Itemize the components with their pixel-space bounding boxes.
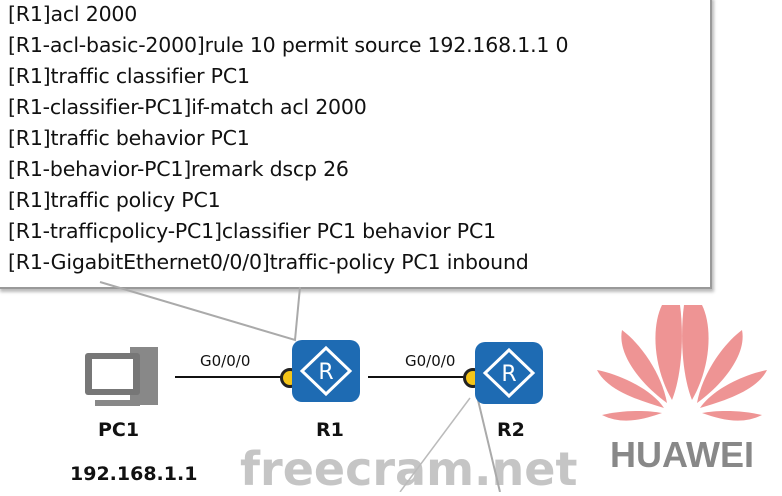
- config-callout: [R1]acl 2000 [R1-acl-basic-2000]rule 10 …: [0, 0, 712, 289]
- r1-port-label: G0/0/0: [200, 352, 251, 370]
- r1-label: R1: [316, 419, 344, 441]
- config-line: [R1]acl 2000: [8, 2, 138, 26]
- router-r2[interactable]: R: [475, 342, 543, 404]
- pc1-label: PC1: [98, 419, 140, 441]
- r2-port-label: G0/0/0: [405, 352, 456, 370]
- svg-text:R: R: [501, 362, 516, 387]
- callout-pointer: [99, 281, 301, 342]
- callout-pointer-r2: [477, 399, 501, 492]
- config-line: [R1-GigabitEthernet0/0/0]traffic-policy …: [8, 250, 529, 274]
- pc1-ip-label: 192.168.1.1: [70, 463, 198, 485]
- config-line: [R1]traffic policy PC1: [8, 188, 221, 212]
- config-line: [R1-behavior-PC1]remark dscp 26: [8, 157, 349, 181]
- config-line: [R1-trafficpolicy-PC1]classifier PC1 beh…: [8, 219, 496, 243]
- huawei-logo: HUAWEI: [597, 305, 767, 475]
- router-icon: R: [299, 345, 353, 397]
- callout-pointer-r2: [399, 397, 471, 492]
- router-icon: R: [482, 347, 536, 399]
- router-r1[interactable]: R: [292, 340, 360, 402]
- pc-icon: [85, 347, 158, 406]
- config-line: [R1]traffic behavior PC1: [8, 126, 250, 150]
- watermark: freecram.net: [240, 442, 578, 496]
- r2-label: R2: [497, 419, 525, 441]
- config-line: [R1]traffic classifier PC1: [8, 64, 250, 88]
- svg-text:R: R: [318, 360, 333, 385]
- svg-text:HUAWEI: HUAWEI: [610, 434, 754, 475]
- config-line: [R1-classifier-PC1]if-match acl 2000: [8, 95, 367, 119]
- config-line: [R1-acl-basic-2000]rule 10 permit source…: [8, 33, 569, 57]
